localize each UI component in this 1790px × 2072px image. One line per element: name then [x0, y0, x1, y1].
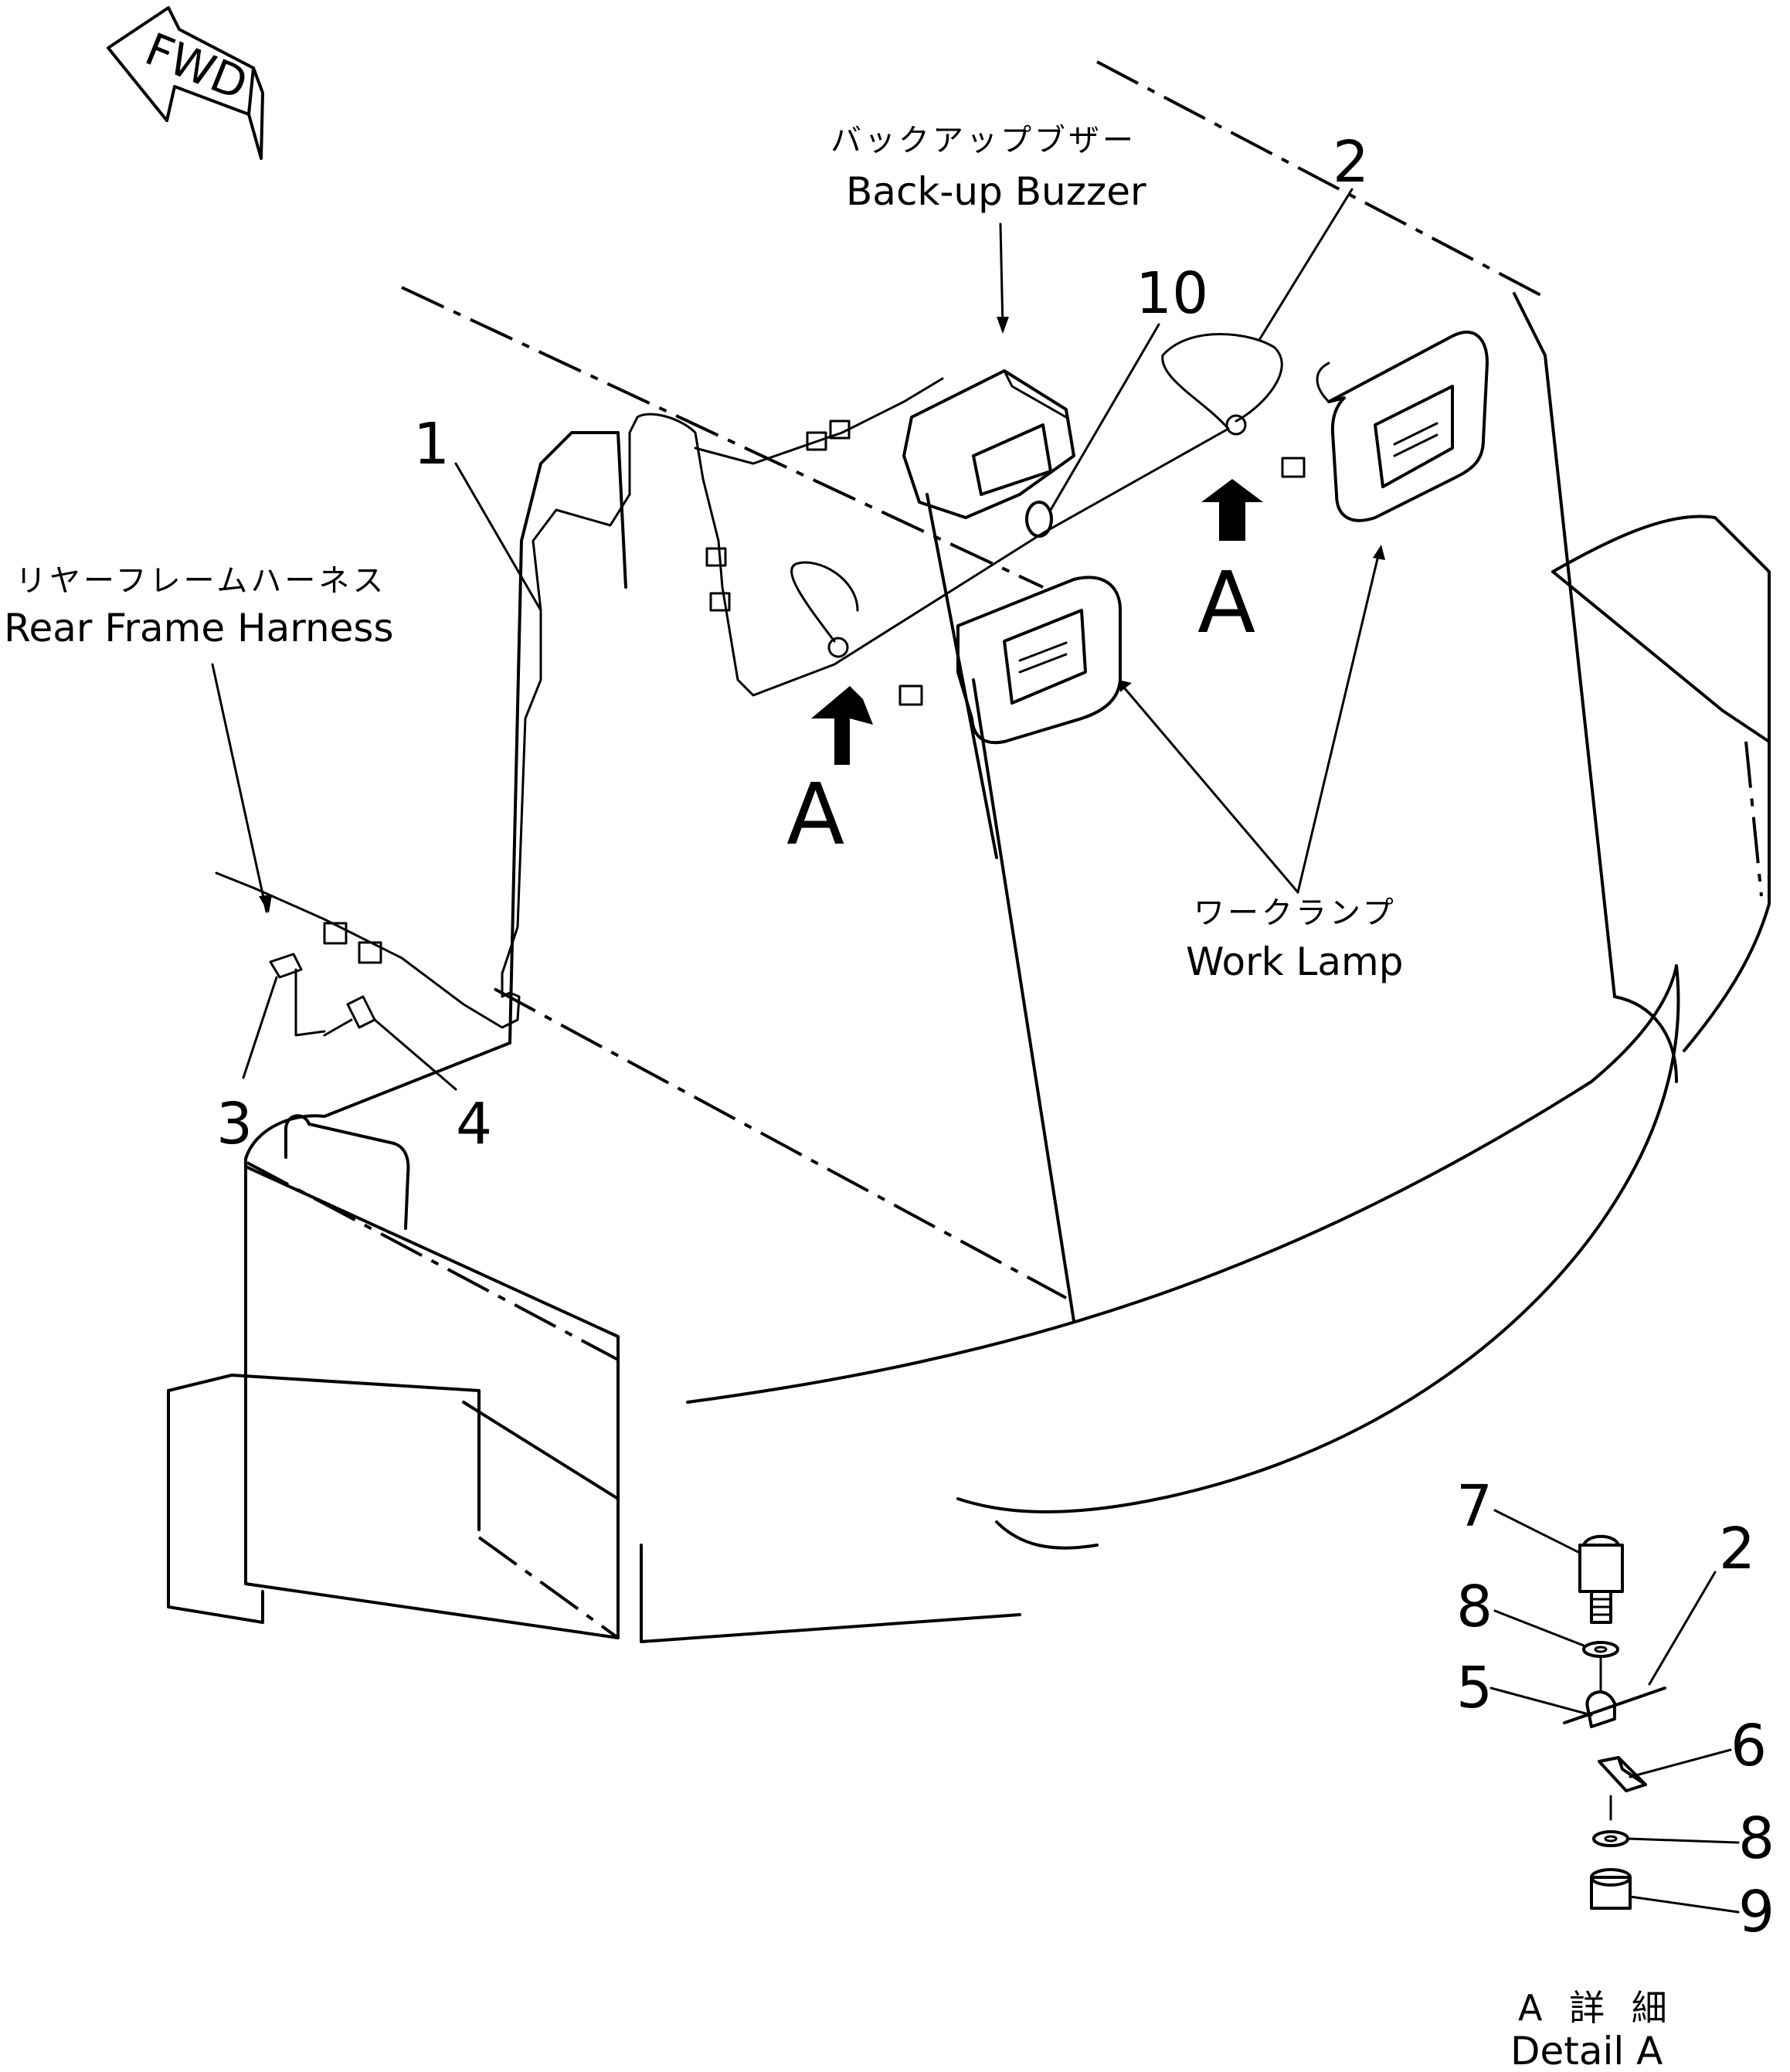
work-lamp-label-en: Work Lamp [1186, 939, 1403, 984]
view-marker-a-2: A [1197, 553, 1255, 652]
detail-callout-8-lower: 8 [1738, 1805, 1775, 1872]
view-arrow-left-icon [811, 686, 873, 765]
backup-buzzer [902, 369, 1075, 519]
work-lamp-label-jp: ワークランプ [1194, 895, 1397, 931]
callout-1: 1 [413, 411, 450, 477]
view-marker-a-1: A [786, 765, 844, 864]
detail-a-assembly [1563, 1534, 1666, 1910]
callout-2: 2 [1333, 129, 1369, 195]
rear-frame-harness-label-jp: リヤーフレームハーネス [15, 563, 386, 599]
detail-callout-7: 7 [1456, 1473, 1493, 1540]
fwd-arrow-icon: FWD [107, 6, 264, 160]
detail-callout-6: 6 [1731, 1713, 1767, 1779]
fwd-label: FWD [138, 22, 255, 110]
callout-3: 3 [216, 1091, 253, 1157]
view-arrow-right-icon [1201, 479, 1263, 541]
detail-callout-9: 9 [1738, 1879, 1775, 1945]
leader-lines [211, 188, 1385, 1091]
detail-leader-lines [1489, 1509, 1740, 1914]
backup-buzzer-label-en: Back-up Buzzer [846, 169, 1146, 214]
callout-10: 10 [1136, 260, 1208, 327]
machine-body [167, 60, 1771, 1643]
detail-a-title-jp: A 詳 細 [1518, 1987, 1675, 2029]
detail-a-title-en: Detail A [1510, 2029, 1663, 2068]
detail-callout-2: 2 [1719, 1516, 1755, 1582]
wiring-harness [215, 333, 1306, 1037]
backup-buzzer-label-jp: バックアップブザー [830, 123, 1136, 158]
detail-callout-8-upper: 8 [1456, 1574, 1493, 1640]
rear-frame-harness-label-en: Rear Frame Harness [4, 606, 394, 650]
detail-callout-5: 5 [1456, 1655, 1493, 1721]
work-lamp-left [956, 576, 1122, 745]
callout-4: 4 [456, 1091, 492, 1157]
work-lamp-right [1316, 331, 1489, 522]
